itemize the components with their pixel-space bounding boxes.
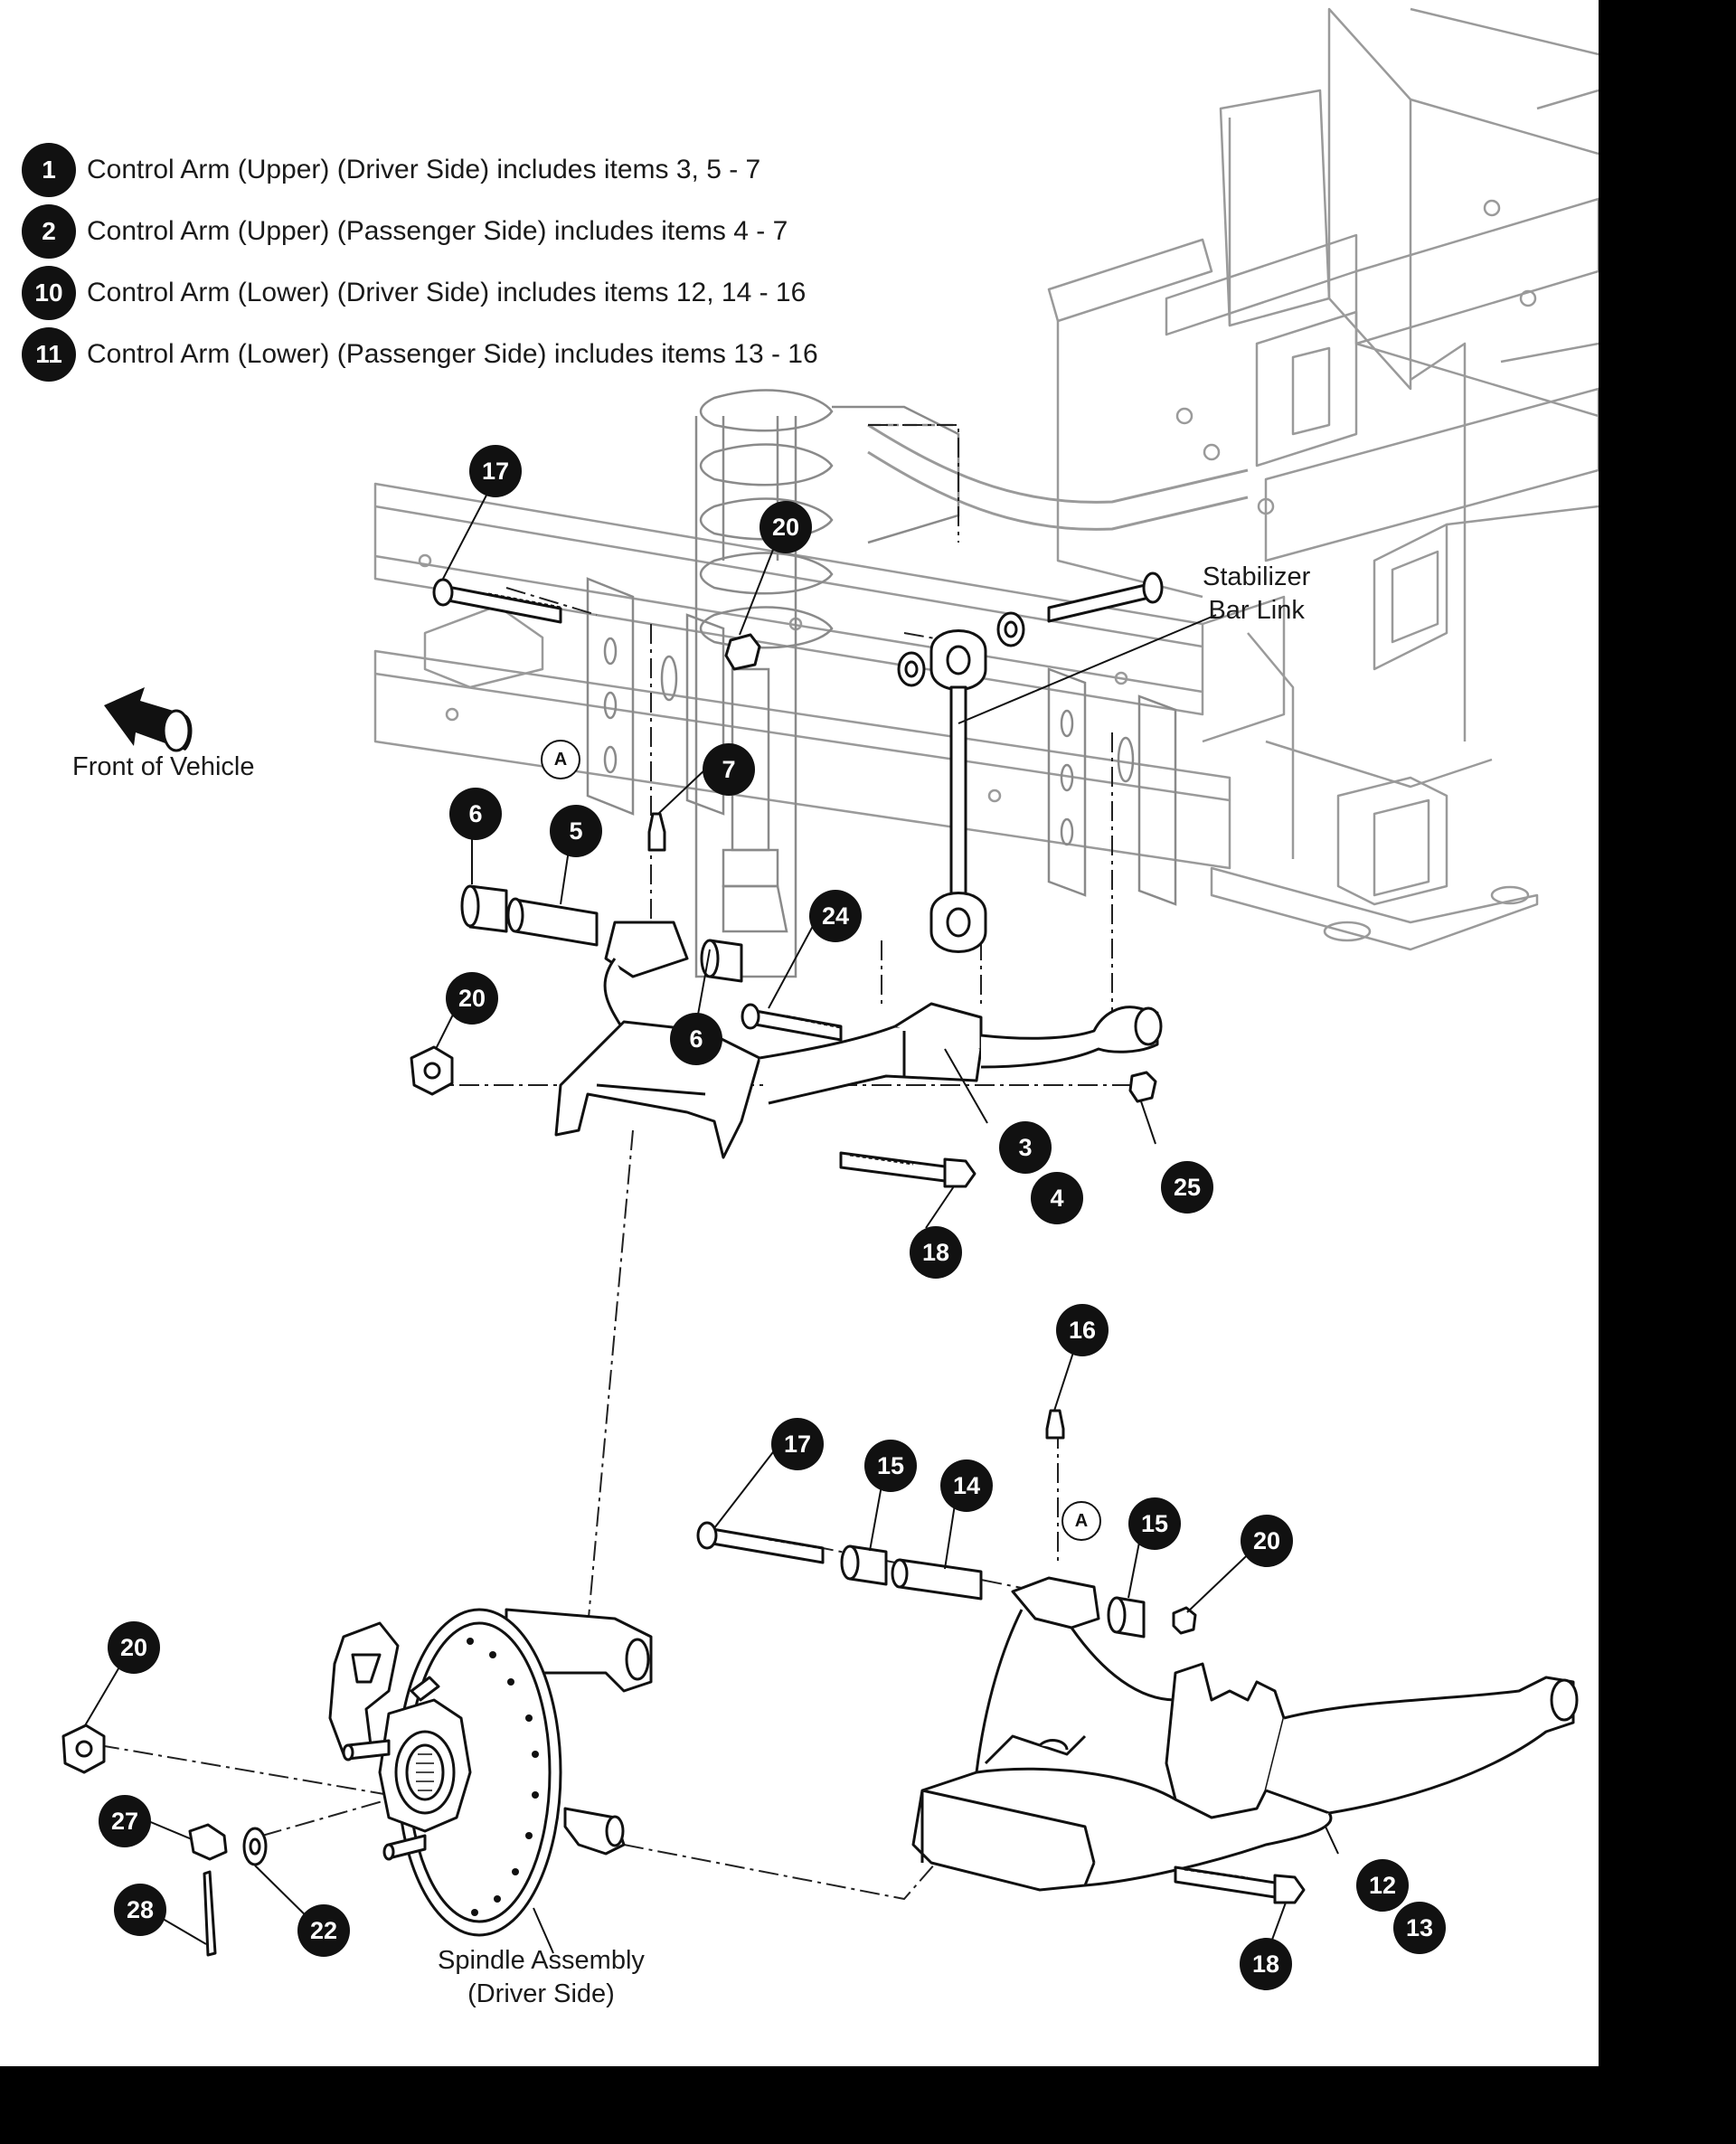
callout-6-left: 6 bbox=[449, 788, 502, 840]
callout-17-lower: 17 bbox=[771, 1418, 824, 1470]
callout-28: 28 bbox=[114, 1884, 166, 1936]
legend-badge: 1 bbox=[22, 143, 76, 197]
callout-15-left: 15 bbox=[864, 1440, 917, 1492]
legend-text: Control Arm (Upper) (Passenger Side) inc… bbox=[87, 216, 788, 246]
lower-components bbox=[696, 1409, 1579, 1904]
spindle-label-line1: Spindle Assembly bbox=[438, 1946, 645, 1975]
callout-18-upper: 18 bbox=[910, 1226, 962, 1279]
leader-lines bbox=[83, 487, 1339, 1958]
callout-27: 27 bbox=[99, 1795, 151, 1847]
legend-item-2: 2 Control Arm (Upper) (Passenger Side) i… bbox=[22, 204, 788, 259]
spindle-assembly-label: Spindle Assembly (Driver Side) bbox=[438, 1944, 645, 2011]
upper-arm-brackets bbox=[586, 577, 1177, 906]
callout-20-top: 20 bbox=[760, 501, 812, 553]
callout-7: 7 bbox=[703, 743, 755, 796]
callout-12: 12 bbox=[1356, 1859, 1409, 1912]
spindle-label-line2: (Driver Side) bbox=[467, 1979, 615, 2008]
callout-24: 24 bbox=[809, 890, 862, 942]
suspension-exploded-view bbox=[61, 7, 1599, 1958]
legend-text: Control Arm (Lower) (Driver Side) includ… bbox=[87, 278, 807, 307]
upper-components bbox=[410, 571, 1164, 1188]
legend-badge: 11 bbox=[22, 327, 76, 382]
legend-text: Control Arm (Lower) (Passenger Side) inc… bbox=[87, 339, 818, 369]
callout-16: 16 bbox=[1056, 1304, 1109, 1356]
callout-4: 4 bbox=[1031, 1172, 1083, 1224]
legend-badge: 2 bbox=[22, 204, 76, 259]
reference-a-lower: A bbox=[1061, 1501, 1101, 1541]
reference-a-upper: A bbox=[541, 740, 580, 779]
callout-20-lower-right: 20 bbox=[1241, 1515, 1293, 1567]
callout-17-upper: 17 bbox=[469, 445, 522, 497]
stabilizer-label-line2: Bar Link bbox=[1208, 596, 1305, 625]
diagram-sheet: 1 Control Arm (Upper) (Driver Side) incl… bbox=[0, 0, 1599, 2066]
legend-item-11: 11 Control Arm (Lower) (Passenger Side) … bbox=[22, 327, 818, 382]
front-arrow-icon bbox=[104, 687, 193, 752]
legend-item-1: 1 Control Arm (Upper) (Driver Side) incl… bbox=[22, 143, 760, 197]
callout-13: 13 bbox=[1393, 1902, 1446, 1954]
legend-text: Control Arm (Upper) (Driver Side) includ… bbox=[87, 155, 761, 184]
callout-6-right: 6 bbox=[670, 1013, 722, 1065]
callout-14: 14 bbox=[940, 1459, 993, 1512]
front-of-vehicle-label: Front of Vehicle bbox=[72, 752, 255, 781]
stabilizer-label-line1: Stabilizer bbox=[1203, 562, 1311, 591]
callout-20-mid: 20 bbox=[446, 972, 498, 1025]
callout-22: 22 bbox=[297, 1904, 350, 1957]
callout-20-lower-left: 20 bbox=[108, 1621, 160, 1674]
legend-item-10: 10 Control Arm (Lower) (Driver Side) inc… bbox=[22, 266, 806, 320]
legend-badge: 10 bbox=[22, 266, 76, 320]
stabilizer-bar-link-label: Stabilizer Bar Link bbox=[1203, 561, 1310, 628]
callout-25: 25 bbox=[1161, 1161, 1213, 1214]
callout-5: 5 bbox=[550, 805, 602, 857]
callout-15-right: 15 bbox=[1128, 1497, 1181, 1550]
callout-18-lower: 18 bbox=[1240, 1938, 1292, 1990]
spindle-assembly bbox=[61, 1608, 653, 1957]
vehicle-frame bbox=[373, 7, 1599, 951]
callout-3: 3 bbox=[999, 1121, 1052, 1174]
